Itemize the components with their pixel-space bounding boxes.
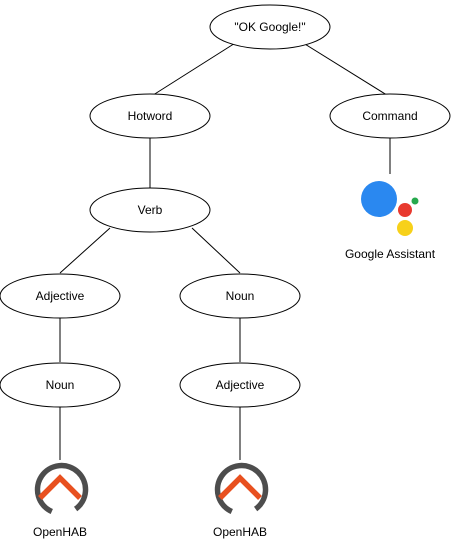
node-adjective-right-label: Adjective	[216, 378, 265, 392]
connector-lines	[59, 39, 391, 460]
edge-verb-noun	[191, 227, 241, 274]
openhab-left-caption: OpenHAB	[33, 525, 87, 539]
node-command: Command	[329, 93, 451, 139]
node-adjective-right: Adjective	[179, 362, 301, 408]
google-assistant-yellow-dot	[397, 220, 413, 236]
node-verb: Verb	[89, 187, 211, 233]
node-noun-left-label: Noun	[46, 378, 75, 392]
node-noun-left: Noun	[0, 362, 121, 408]
google-assistant-caption: Google Assistant	[345, 247, 436, 261]
node-verb-label: Verb	[138, 203, 163, 217]
node-command-label: Command	[362, 109, 417, 123]
node-hotword-label: Hotword	[128, 109, 173, 123]
node-hotword: Hotword	[89, 93, 211, 139]
google-assistant-red-dot	[398, 203, 412, 217]
edge-root-hotword	[149, 39, 241, 98]
openhab-right-caption: OpenHAB	[213, 525, 267, 539]
node-adjective-left: Adjective	[0, 273, 121, 319]
node-root: "OK Google!"	[209, 4, 331, 50]
openhab-icon	[214, 462, 269, 515]
google-assistant-icon	[361, 181, 419, 236]
node-root-label: "OK Google!"	[234, 20, 305, 34]
google-assistant-green-dot	[411, 197, 419, 205]
edge-root-command	[299, 40, 391, 98]
edge-verb-adjective	[59, 227, 111, 274]
node-noun-right-label: Noun	[226, 289, 255, 303]
node-noun-right: Noun	[179, 273, 301, 319]
openhab-icon	[34, 462, 89, 515]
node-adjective-left-label: Adjective	[36, 289, 85, 303]
google-assistant-blue-dot	[361, 181, 397, 217]
